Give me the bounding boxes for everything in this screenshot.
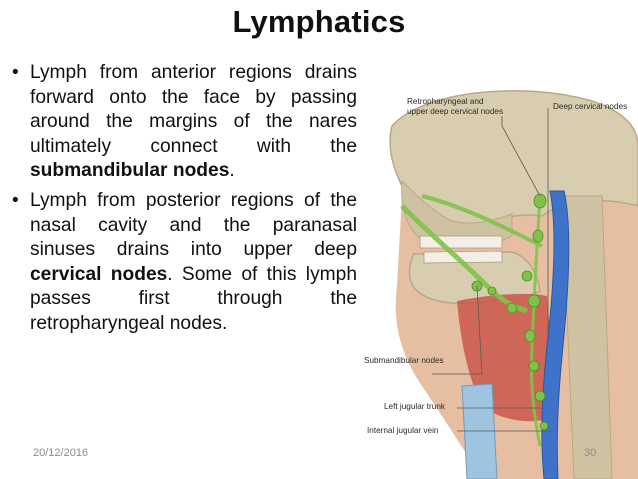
bullet-posterior-drainage: • Lymph from posterior regions of the na… [12, 189, 357, 337]
page-number: 30 [584, 447, 597, 459]
trachea [461, 383, 498, 479]
label-deep-cervical-nodes: Deep cervical nodes [553, 102, 628, 111]
slide-title: Lymphatics [232, 4, 406, 39]
bullet-list: • Lymph from anterior regions drains for… [12, 61, 357, 342]
bullet-text-start: Lymph from posterior regions of the nasa… [30, 189, 357, 261]
label-left-jugular-trunk: Left jugular trunk [384, 402, 445, 411]
label-retropharyngeal-nodes: Retropharyngeal and upper deep cervical … [407, 97, 504, 116]
bullet-marker: • [12, 62, 19, 83]
bullet-anterior-drainage: • Lymph from anterior regions drains for… [12, 61, 357, 184]
head-neck-illustration [389, 90, 638, 479]
slide-date: 20/12/2016 [33, 447, 89, 459]
lymph-nodes [471, 193, 549, 431]
lymph-vessel-nasal [421, 194, 543, 248]
lower-teeth [423, 250, 503, 264]
bullet-text-end: . Some of this lymph passes first throug… [30, 263, 357, 334]
leader-lines [432, 108, 550, 432]
internal-jugular-vein [541, 190, 570, 479]
label-internal-jugular-vein: Internal jugular vein [367, 426, 439, 435]
bullet-marker: • [12, 189, 19, 211]
bullet-text-bold: cervical nodes [30, 263, 168, 285]
bullet-text: Lymph from anterior regions drains forwa… [30, 62, 357, 181]
bullet-text-end: . [229, 160, 235, 182]
bullet-text-bold: submandibular nodes [30, 160, 230, 182]
bullet-text-start: Lymph from anterior regions drains forwa… [30, 62, 357, 157]
cervical-spine [561, 195, 613, 479]
lymphatics-figure: Retropharyngeal and upper deep cervical … [362, 86, 638, 479]
label-submandibular-nodes: Submandibular nodes [364, 356, 444, 365]
bullet-text: Lymph from posterior regions of the nasa… [30, 190, 357, 334]
